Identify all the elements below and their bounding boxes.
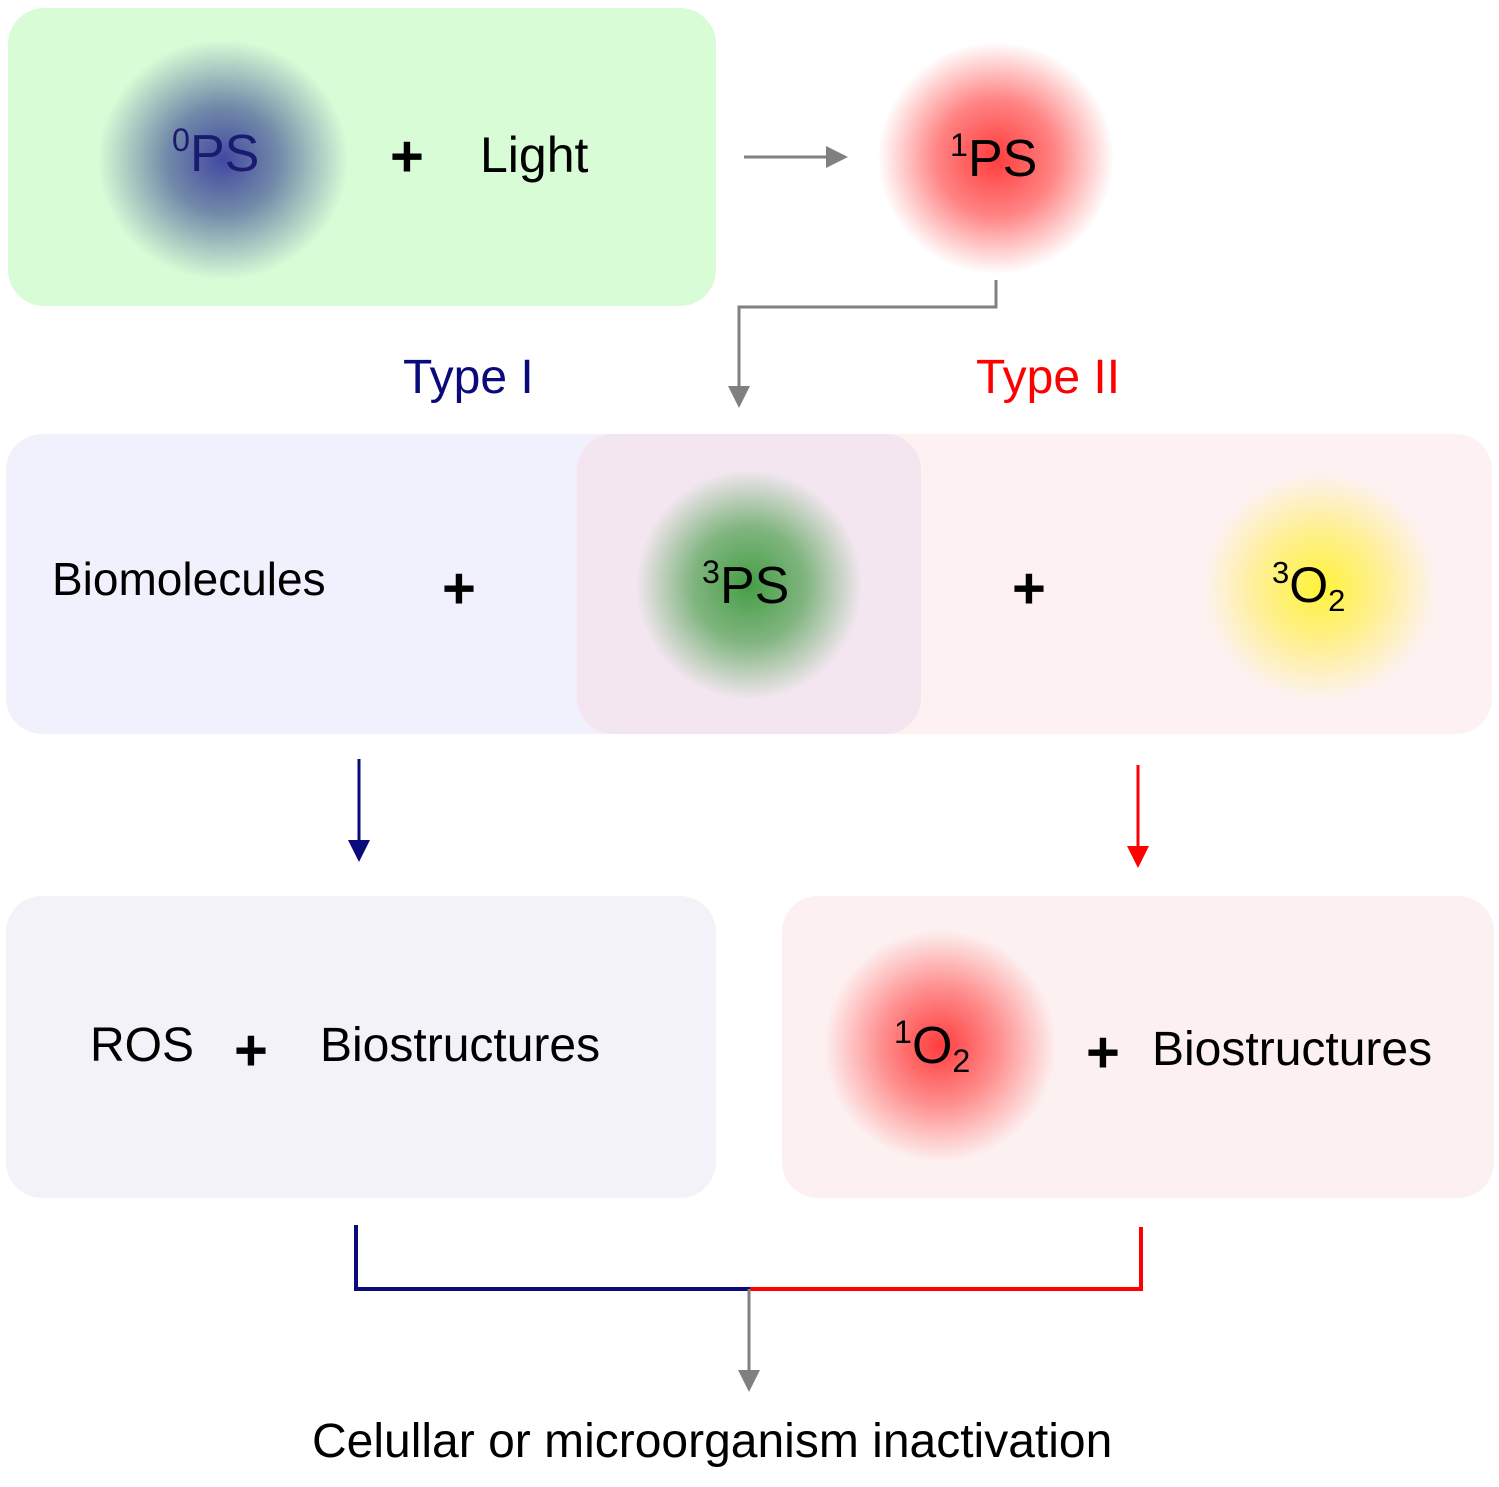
plus-oxygen-sign: + [1012,556,1046,621]
triplet-state-ps-label: 3PS [702,556,790,615]
plus-biomolecules-sign: + [442,556,476,621]
light-label: Light [480,127,589,183]
type1-product-box [6,896,716,1198]
singlet-oxygen-superscript: 1 [894,1014,912,1051]
outcome-arrow [738,1289,760,1392]
ground-state-glow [98,40,348,280]
type2-label: Type II [976,351,1121,404]
plus-singlet-oxygen-sign: + [1086,1020,1120,1085]
singlet-oxygen-symbol: O [911,1017,953,1075]
ground-state-symbol: PS [189,125,260,183]
singlet-state-superscript: 1 [950,127,968,164]
ground-state-superscript: 0 [172,122,190,159]
ground-state-ps-label: 0PS [172,124,260,183]
biomolecules-label: Biomolecules [52,553,326,605]
type1-merge-bracket [354,1225,750,1291]
triplet-state-superscript: 3 [702,554,720,591]
triplet-oxygen-label: 3O2 [1272,557,1345,616]
singlet-oxygen-glow [824,930,1056,1162]
intersystem-crossing-arrow [728,280,998,408]
type2-arrow [1127,765,1149,868]
excitation-arrow [744,146,848,168]
type2-biostructures-label: Biostructures [1152,1023,1433,1076]
type1-label: Type I [403,351,534,404]
outcome-label: Celullar or microorganism inactivation [312,1415,1113,1468]
triplet-oxygen-subscript: 2 [1328,582,1346,618]
triplet-state-symbol: PS [719,557,790,615]
ros-label: ROS [90,1019,195,1072]
singlet-oxygen-subscript: 2 [952,1043,971,1080]
plus-light-sign: + [390,124,424,189]
singlet-oxygen-label: 1O2 [894,1016,970,1077]
singlet-state-glow [878,42,1114,274]
singlet-state-symbol: PS [967,130,1038,188]
triplet-oxygen-symbol: O [1289,557,1329,613]
type2-merge-bracket [750,1227,1143,1291]
triplet-state-glow [636,470,862,700]
type1-biostructures-label: Biostructures [320,1019,601,1072]
plus-ros-sign: + [234,1018,268,1083]
singlet-state-ps-label: 1PS [950,129,1038,188]
type1-arrow [348,759,370,862]
triplet-oxygen-superscript: 3 [1272,554,1290,590]
triplet-oxygen-glow [1204,474,1436,700]
